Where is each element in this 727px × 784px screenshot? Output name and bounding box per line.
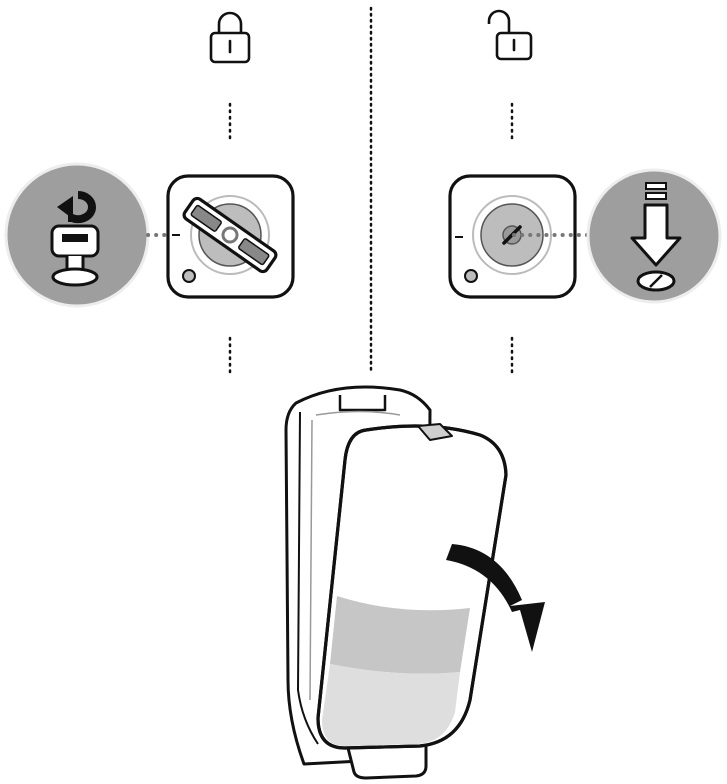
key-rotate-badge <box>4 162 150 308</box>
padlock-open-icon <box>487 9 533 61</box>
swing-open-arrow-icon <box>446 544 545 652</box>
padlock-closed-icon <box>209 11 251 64</box>
dispenser-front-cover <box>316 423 508 750</box>
liquid-light-band <box>322 664 460 746</box>
lock-face-locked <box>166 174 295 299</box>
lock-face-unlocked <box>448 174 577 299</box>
key-rotate-icon <box>57 191 96 224</box>
press-down-badge <box>586 168 722 304</box>
key-icon <box>50 224 100 287</box>
latch-tab <box>417 423 453 441</box>
press-down-icon <box>630 182 682 292</box>
liquid-level-band <box>330 596 470 674</box>
